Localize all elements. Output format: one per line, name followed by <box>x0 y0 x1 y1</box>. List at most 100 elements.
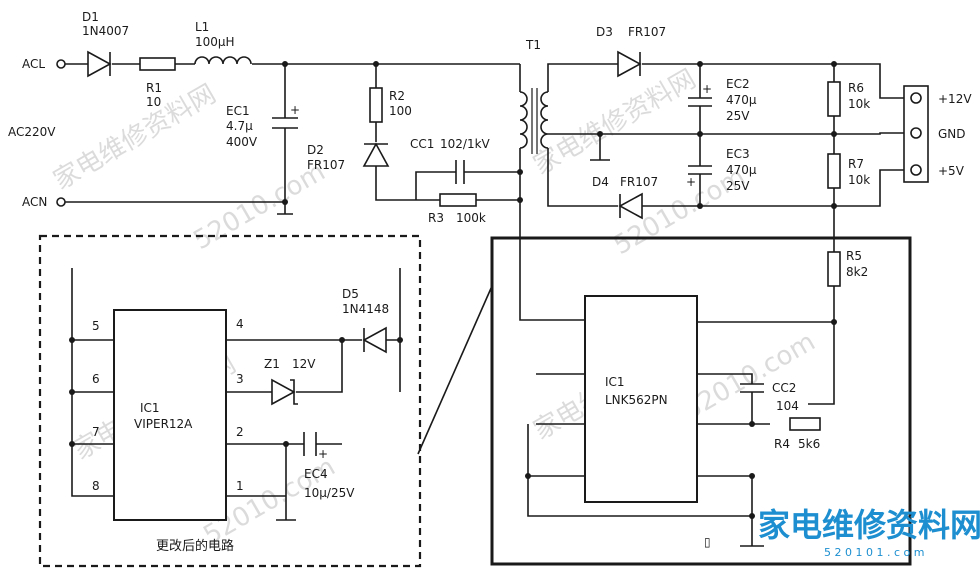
d5-diode: D5 1N4148 <box>342 287 389 354</box>
acn-terminal <box>56 197 66 207</box>
watermark-url: 52010.com <box>679 327 821 426</box>
brand-logo: ▯ 家电维修资料网 5 2 0 1 0 1 . c o m <box>704 506 980 559</box>
svg-text:6: 6 <box>92 372 100 386</box>
ic1-main-frame <box>490 236 912 566</box>
svg-text:470μ: 470μ <box>726 163 757 177</box>
out-gnd-label: GND <box>938 127 966 141</box>
svg-text:IC1: IC1 <box>140 401 160 415</box>
acl-label: ACL <box>22 57 45 71</box>
r3-resistor: R3 100k <box>428 193 486 225</box>
svg-text:D4: D4 <box>592 175 609 189</box>
d4-ground-stub: D4 <box>590 134 610 189</box>
svg-text:5: 5 <box>92 319 100 333</box>
svg-text:Z1: Z1 <box>264 357 280 371</box>
svg-text:1N4007: 1N4007 <box>82 24 129 38</box>
svg-text:5k6: 5k6 <box>798 437 820 451</box>
svg-text:102/1kV: 102/1kV <box>440 137 491 151</box>
svg-text:12V: 12V <box>292 357 316 371</box>
ic1-alt-chip: IC1 VIPER12A <box>113 309 227 521</box>
svg-text:1: 1 <box>236 479 244 493</box>
out-12v-label: +12V <box>938 92 972 106</box>
output-connector: +12V GND +5V <box>903 85 972 183</box>
svg-text:D1: D1 <box>82 10 99 24</box>
inset-frame <box>38 234 422 568</box>
svg-text:2: 2 <box>236 425 244 439</box>
svg-text:R3: R3 <box>428 211 444 225</box>
svg-text:4: 4 <box>236 317 244 331</box>
ic1-main-chip: IC1 LNK562PN <box>584 295 698 503</box>
r6-resistor: R6 10k <box>827 64 870 134</box>
svg-text:L1: L1 <box>195 20 209 34</box>
svg-text:D2: D2 <box>307 143 324 157</box>
inset-caption: 更改后的电路 <box>156 538 234 554</box>
acn-label: ACN <box>22 195 47 209</box>
svg-text:IC1: IC1 <box>605 375 625 389</box>
svg-text:R5: R5 <box>846 249 862 263</box>
svg-text:+: + <box>686 175 696 189</box>
svg-text:25V: 25V <box>726 109 750 123</box>
svg-text:T1: T1 <box>525 38 541 52</box>
cc2-capacitor: CC2 104 <box>772 381 799 413</box>
d4-diode: FR107 <box>618 175 658 220</box>
ec1-capacitor: + EC1 4.7μ 400V <box>226 64 300 215</box>
r1-resistor: R1 10 <box>139 57 176 109</box>
ec4-capacitor: + EC4 10μ/25V <box>303 432 355 500</box>
wire-secondary <box>547 63 904 207</box>
ic1-alt-pins: 5 6 7 8 4 3 2 1 <box>92 317 244 493</box>
svg-text:4.7μ: 4.7μ <box>226 119 253 133</box>
svg-text:10μ/25V: 10μ/25V <box>304 486 355 500</box>
r2-resistor: R2 100 <box>369 64 412 142</box>
d3-diode: D3 FR107 <box>596 25 666 78</box>
svg-text:CC2: CC2 <box>772 381 796 395</box>
svg-text:10: 10 <box>146 95 161 109</box>
svg-text:100k: 100k <box>456 211 486 225</box>
svg-text:VIPER12A: VIPER12A <box>134 417 193 431</box>
svg-text:FR107: FR107 <box>628 25 666 39</box>
l1-inductor: L1 100μH <box>194 20 252 65</box>
svg-text:EC1: EC1 <box>226 104 250 118</box>
svg-text:CC1: CC1 <box>410 137 434 151</box>
z1-zener: Z1 12V <box>264 357 316 406</box>
t1-transformer: T1 <box>519 38 585 321</box>
svg-text:R1: R1 <box>146 81 162 95</box>
ac-input: ACL AC220V ACN <box>8 57 66 209</box>
svg-text:10k: 10k <box>848 173 870 187</box>
svg-text:8k2: 8k2 <box>846 265 868 279</box>
svg-text:FR107: FR107 <box>620 175 658 189</box>
ec3-capacitor: + EC3 470μ 25V <box>686 134 757 206</box>
svg-text:R2: R2 <box>389 89 405 103</box>
svg-text:400V: 400V <box>226 135 258 149</box>
cc1-capacitor: CC1 102/1kV <box>410 137 520 200</box>
d1-diode: D1 1N4007 <box>82 10 129 78</box>
svg-text:7: 7 <box>92 425 100 439</box>
wire-inset <box>71 268 401 521</box>
svg-text:D3: D3 <box>596 25 613 39</box>
svg-text:104: 104 <box>776 399 799 413</box>
svg-text:10k: 10k <box>848 97 870 111</box>
svg-text:100μH: 100μH <box>195 35 235 49</box>
brand-name: 家电维修资料网 <box>758 506 980 544</box>
svg-text:LNK562PN: LNK562PN <box>605 393 668 407</box>
brand-url: 5 2 0 1 0 1 . c o m <box>824 546 924 559</box>
svg-text:R7: R7 <box>848 157 864 171</box>
svg-text:D5: D5 <box>342 287 359 301</box>
watermark-text: 家电维修资料网 <box>49 79 222 196</box>
out-5v-label: +5V <box>938 164 965 178</box>
watermark-text: 家电维修资料网 <box>529 64 702 181</box>
brand-mark-icon: ▯ <box>704 535 711 549</box>
svg-text:FR107: FR107 <box>307 158 345 172</box>
svg-text:3: 3 <box>236 372 244 386</box>
svg-text:+: + <box>290 103 300 117</box>
svg-text:100: 100 <box>389 104 412 118</box>
r5-resistor: R5 8k2 <box>827 206 868 322</box>
ac-voltage-label: AC220V <box>8 125 56 139</box>
svg-text:1N4148: 1N4148 <box>342 302 389 316</box>
zoom-callout <box>417 285 493 455</box>
svg-text:25V: 25V <box>726 179 750 193</box>
svg-text:EC3: EC3 <box>726 147 750 161</box>
r7-resistor: R7 10k <box>827 134 870 206</box>
svg-text:EC4: EC4 <box>304 467 328 481</box>
svg-text:+: + <box>702 82 712 96</box>
svg-text:8: 8 <box>92 479 100 493</box>
